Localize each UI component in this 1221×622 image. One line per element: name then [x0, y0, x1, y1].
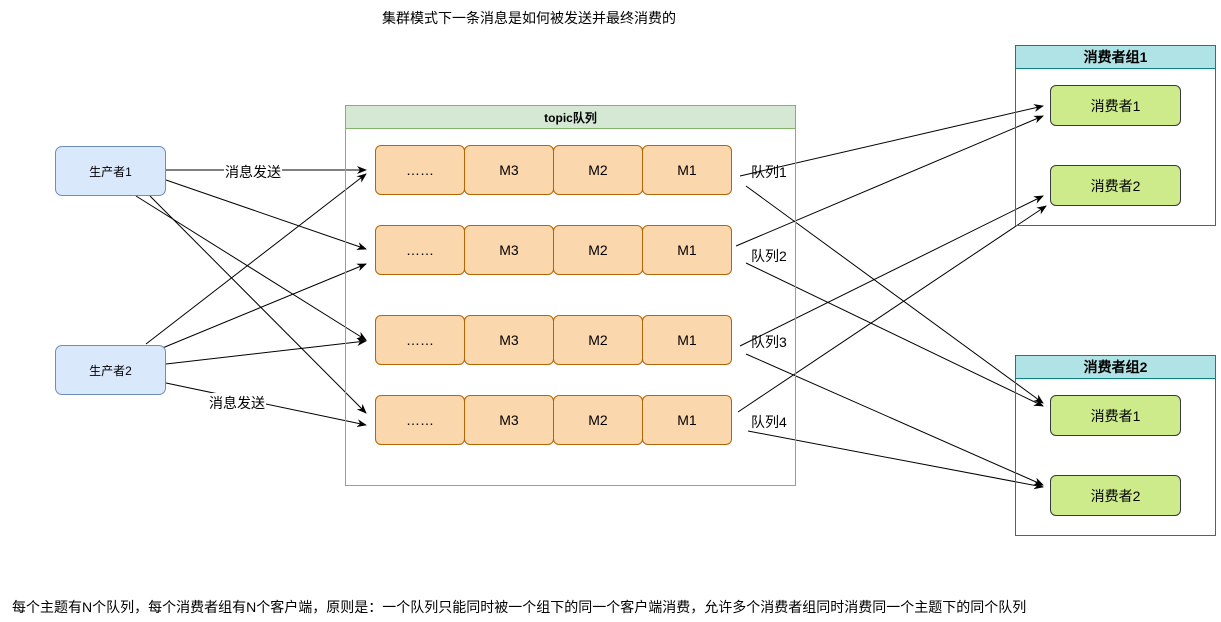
producer-2[interactable]: 生产者2	[55, 345, 166, 395]
consumer-label: 消费者1	[1090, 407, 1141, 424]
queue-2-label: 队列2	[751, 248, 787, 264]
edge-producer2-queue1	[145, 173, 367, 345]
group-2-consumer-1[interactable]: 消费者1	[1050, 395, 1181, 436]
edge-queue4-group2-consumer2	[747, 430, 1044, 490]
consumer-group-1-header: 消费者组1	[1016, 46, 1215, 69]
producer-2-label: 生产者2	[89, 363, 132, 378]
edge-producer1-queue3	[135, 195, 367, 341]
message-cell: M1	[642, 395, 732, 445]
edge-producer1-queue2	[165, 179, 367, 250]
queue-1-label: 队列1	[751, 164, 787, 180]
consumer-group-1: 消费者组1	[1015, 45, 1216, 226]
edge-producer2-queue2	[159, 263, 367, 350]
message-cell: M3	[464, 395, 554, 445]
consumer-group-2-header: 消费者组2	[1016, 356, 1215, 379]
message-cell: M1	[642, 315, 732, 365]
consumer-label: 消费者1	[1090, 97, 1141, 114]
edge-queue3-group1-consumer2	[739, 195, 1044, 347]
message-cell: M3	[464, 145, 554, 195]
queue-2[interactable]: …… M3 M2 M1	[375, 225, 732, 275]
consumer-label: 消费者2	[1090, 487, 1141, 504]
message-cell: M3	[464, 315, 554, 365]
consumer-group-2: 消费者组2	[1015, 355, 1216, 536]
topic-header: topic队列	[346, 106, 795, 129]
footnote-text: 每个主题有N个队列，每个消费者组有N个客户端，原则是：一个队列只能同时被一个组下…	[12, 599, 1027, 615]
edge-label-send-2: 消息发送	[208, 393, 266, 413]
producer-1-label: 生产者1	[89, 164, 132, 179]
message-cell: ……	[375, 395, 465, 445]
edge-queue4-group1-consumer2	[737, 205, 1047, 413]
group-1-consumer-2[interactable]: 消费者2	[1050, 165, 1181, 206]
message-cell: M2	[553, 395, 643, 445]
topic-container: topic队列	[345, 105, 796, 486]
message-cell: ……	[375, 225, 465, 275]
group-1-consumer-1[interactable]: 消费者1	[1050, 85, 1181, 126]
message-cell: M3	[464, 225, 554, 275]
edge-producer2-queue3	[165, 338, 367, 365]
message-cell: ……	[375, 315, 465, 365]
message-cell: M2	[553, 145, 643, 195]
queue-4-label: 队列4	[751, 414, 787, 430]
edge-producer2-queue4	[165, 382, 367, 428]
queue-3-label: 队列3	[751, 334, 787, 350]
message-cell: M1	[642, 225, 732, 275]
queue-3[interactable]: …… M3 M2 M1	[375, 315, 732, 365]
message-cell: M2	[553, 315, 643, 365]
consumer-label: 消费者2	[1090, 177, 1141, 194]
edge-producer1-queue4	[149, 195, 367, 414]
queue-4[interactable]: …… M3 M2 M1	[375, 395, 732, 445]
message-cell: M2	[553, 225, 643, 275]
edge-queue1-group1-consumer1	[739, 104, 1044, 177]
edge-label-send-1: 消息发送	[224, 162, 282, 182]
edge-queue2-group1-consumer1	[735, 115, 1044, 247]
producer-1[interactable]: 生产者1	[55, 146, 166, 196]
diagram-title: 集群模式下一条消息是如何被发送并最终消费的	[382, 10, 676, 26]
message-cell: M1	[642, 145, 732, 195]
group-2-consumer-2[interactable]: 消费者2	[1050, 475, 1181, 516]
queue-1[interactable]: …… M3 M2 M1	[375, 145, 732, 195]
message-cell: ……	[375, 145, 465, 195]
